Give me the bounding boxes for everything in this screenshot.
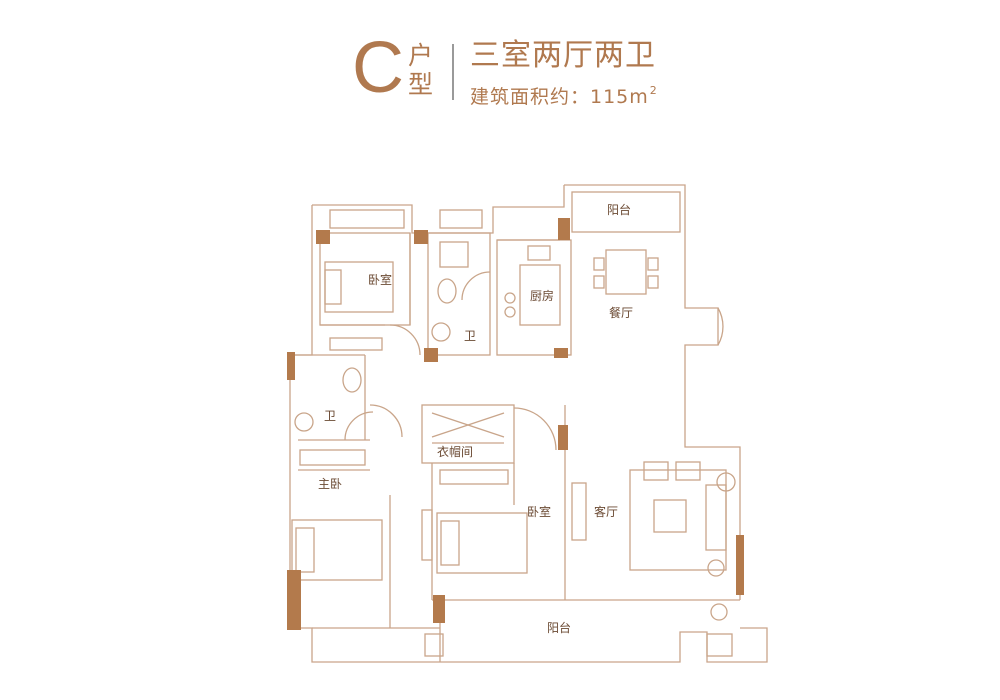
- label-wardrobe: 衣帽间: [437, 444, 473, 459]
- label-bedroom-south: 卧室: [527, 504, 551, 519]
- dining-chair: [647, 275, 659, 289]
- label-bedroom-north: 卧室: [368, 272, 392, 287]
- outer-wall-east: [564, 184, 741, 600]
- door-swing: [717, 307, 724, 346]
- label-balcony-top: 阳台: [607, 202, 631, 217]
- column: [287, 352, 295, 380]
- shower: [439, 241, 469, 268]
- sofa: [705, 484, 727, 551]
- railing-post: [424, 633, 444, 657]
- kitchen-counter: [519, 264, 561, 326]
- pillow: [440, 520, 460, 566]
- unit-suffix-bottom: 型: [408, 70, 434, 99]
- pillow: [295, 527, 315, 573]
- plant: [716, 472, 736, 492]
- label-bathroom-north: 卫: [464, 329, 476, 343]
- label-bathroom-master: 卫: [324, 409, 336, 423]
- wardrobe-box: [421, 404, 515, 464]
- partition-screen: [571, 482, 587, 541]
- railing-post: [706, 633, 733, 657]
- toilet: [342, 367, 362, 393]
- dining-chair: [593, 275, 605, 289]
- label-kitchen: 厨房: [530, 288, 554, 303]
- column: [424, 348, 438, 362]
- pillow: [324, 269, 342, 305]
- wardrobe-cross: [431, 412, 505, 438]
- door-swing: [389, 324, 421, 356]
- column: [558, 425, 568, 450]
- door-swing: [461, 271, 491, 301]
- header-separator: [452, 44, 454, 100]
- area-superscript: 2: [649, 84, 658, 97]
- walls: [289, 184, 768, 663]
- label-master-bedroom: 主卧: [318, 477, 342, 491]
- column: [554, 348, 568, 358]
- window: [421, 509, 433, 561]
- armchair: [675, 461, 701, 481]
- coffee-table: [653, 499, 687, 533]
- washbasin: [294, 412, 314, 432]
- label-living: 客厅: [594, 504, 618, 519]
- column: [414, 230, 428, 244]
- wardrobe-closet: [439, 469, 509, 485]
- column: [558, 218, 570, 240]
- area-value: 建筑面积约：115m: [470, 86, 649, 108]
- plan-header: C 户 型 三室两厅两卫 建筑面积约：115m2: [0, 0, 1000, 130]
- label-dining: 餐厅: [609, 305, 633, 320]
- window: [439, 209, 483, 229]
- bathroom-north-box: [427, 232, 491, 356]
- area-text: 建筑面积约：115m2: [470, 80, 658, 108]
- column: [433, 595, 445, 623]
- door-swing: [369, 404, 403, 438]
- kitchen-sink: [527, 245, 551, 261]
- outer-wall-south: [440, 627, 768, 663]
- layout-title: 三室两厅两卫: [470, 38, 656, 73]
- wardrobe-closet: [299, 449, 366, 466]
- wardrobe-closet: [329, 337, 383, 351]
- washing-machine: [707, 559, 725, 577]
- column: [287, 570, 301, 630]
- toilet: [437, 278, 457, 304]
- washbasin: [431, 322, 451, 342]
- door-swing: [513, 407, 557, 451]
- bed: [291, 519, 383, 581]
- stove-burner: [504, 306, 516, 318]
- column: [736, 535, 744, 595]
- bedroom-north-box: [319, 232, 411, 326]
- dining-chair: [593, 257, 605, 271]
- label-balcony-bottom: 阳台: [547, 620, 571, 635]
- balcony-top-box: [571, 191, 681, 233]
- outer-wall-north: [312, 204, 505, 234]
- window: [329, 209, 405, 229]
- outer-wall-northeast: [505, 185, 565, 208]
- column: [316, 230, 330, 244]
- door-swing: [344, 411, 374, 441]
- unit-suffix-top: 户: [408, 41, 434, 70]
- stove-burner: [504, 292, 516, 304]
- structural-columns: [287, 218, 744, 630]
- bed: [436, 512, 528, 574]
- dining-table: [605, 249, 647, 295]
- unit-letter: C: [352, 28, 404, 108]
- armchair: [643, 461, 669, 481]
- washing-machine: [710, 603, 728, 621]
- dining-chair: [647, 257, 659, 271]
